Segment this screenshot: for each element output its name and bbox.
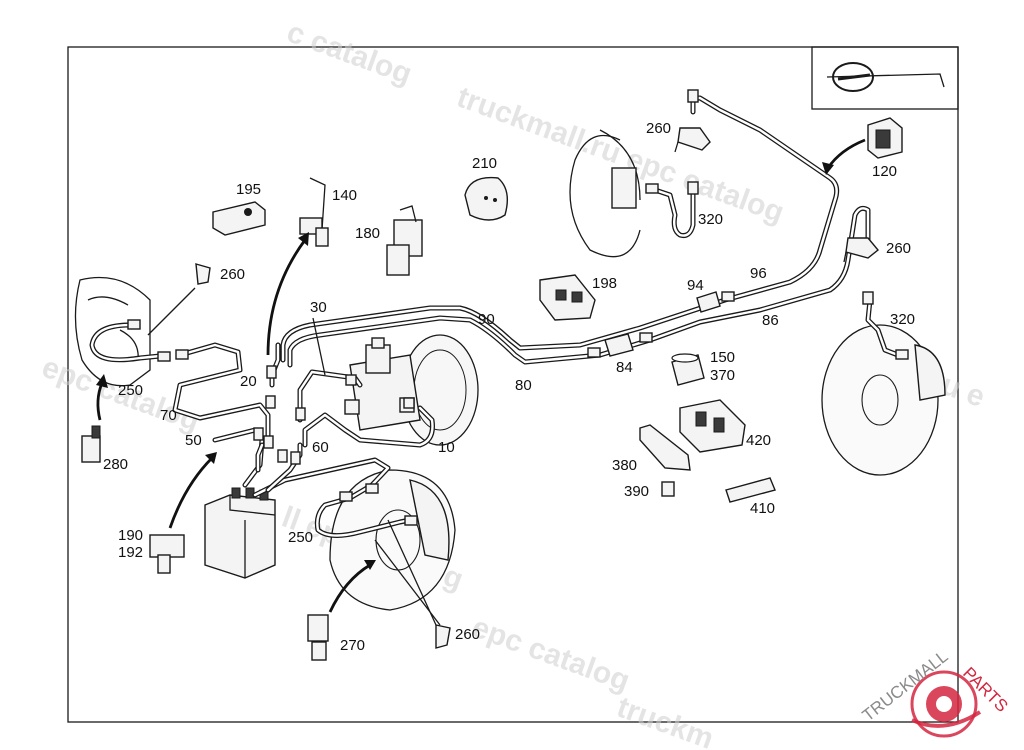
callout-60: 60 — [312, 439, 329, 456]
callout-210: 210 — [472, 155, 497, 172]
brake-disc-front-right — [569, 129, 641, 258]
sensor-280 — [81, 425, 101, 463]
model-badge — [811, 46, 959, 110]
sensor-190 — [149, 534, 185, 574]
callout-195: 195 — [236, 181, 261, 198]
diagram-frame — [67, 46, 959, 723]
callout-180: 180 — [355, 225, 380, 242]
relay-180 — [386, 205, 423, 276]
pointer-arrows — [96, 138, 866, 613]
callout-410: 410 — [750, 500, 775, 517]
brake-disc-rear-right — [821, 324, 946, 476]
callout-260-right: 260 — [886, 240, 911, 257]
clip-260-top — [674, 127, 711, 153]
callout-198: 198 — [592, 275, 617, 292]
tube-connector-84 — [604, 333, 634, 357]
tube-fittings — [127, 89, 909, 526]
callout-84: 84 — [616, 359, 633, 376]
callout-190: 190 — [118, 527, 143, 544]
pad-set-198 — [539, 274, 596, 321]
callout-30: 30 — [310, 299, 327, 316]
callout-90: 90 — [478, 311, 495, 328]
callout-70: 70 — [160, 407, 177, 424]
callout-260-left: 260 — [220, 266, 245, 283]
callout-320-top: 320 — [698, 211, 723, 228]
callout-390: 390 — [624, 483, 649, 500]
sleeve-150 — [671, 353, 705, 386]
callout-80: 80 — [515, 377, 532, 394]
callout-270: 270 — [340, 637, 365, 654]
callout-150: 150 — [710, 349, 735, 366]
pad-set-420 — [679, 399, 746, 453]
brake-lines — [172, 95, 901, 501]
callout-370: 370 — [710, 367, 735, 384]
callout-86: 86 — [762, 312, 779, 329]
sensor-120 — [867, 117, 903, 159]
callout-94: 94 — [687, 277, 704, 294]
clip-260-right — [843, 237, 879, 263]
callouts: 10 20 30 50 60 70 80 84 86 90 94 96 120 … — [103, 120, 915, 654]
cover-210 — [464, 176, 508, 221]
callout-250-bottom: 250 — [288, 529, 313, 546]
callout-120: 120 — [872, 163, 897, 180]
watermark-text: c catalog — [283, 16, 417, 91]
callout-280: 280 — [103, 456, 128, 473]
callout-320-right: 320 — [890, 311, 915, 328]
sensor-140 — [299, 177, 329, 247]
bleeder-390 — [661, 481, 675, 497]
tube-connector-94 — [696, 291, 721, 313]
callout-140: 140 — [332, 187, 357, 204]
brake-disc-rear-left — [329, 469, 456, 611]
callout-20: 20 — [240, 373, 257, 390]
watermark-text: epc catalog — [468, 611, 634, 698]
bushing-410 — [725, 477, 776, 503]
brake-hoses — [89, 322, 413, 538]
clip-260-bottom — [435, 624, 451, 649]
abs-hydraulic-unit — [204, 487, 276, 579]
clip-260-left — [195, 263, 211, 285]
callout-192: 192 — [118, 544, 143, 561]
logo-brand-accent: PARTS — [959, 663, 1011, 715]
pad-holder-380 — [639, 424, 691, 471]
callout-260-bottom: 260 — [455, 626, 480, 643]
callout-50: 50 — [185, 432, 202, 449]
brake-booster — [344, 334, 479, 446]
callout-260-top: 260 — [646, 120, 671, 137]
callout-380: 380 — [612, 457, 637, 474]
leader-lines — [147, 287, 441, 626]
sensor-270 — [307, 614, 329, 661]
watermark-text: truckm — [613, 691, 718, 750]
bracket-195 — [212, 201, 266, 236]
callout-420: 420 — [746, 432, 771, 449]
callout-250-left: 250 — [118, 382, 143, 399]
callout-96: 96 — [750, 265, 767, 282]
callout-10: 10 — [438, 439, 455, 456]
